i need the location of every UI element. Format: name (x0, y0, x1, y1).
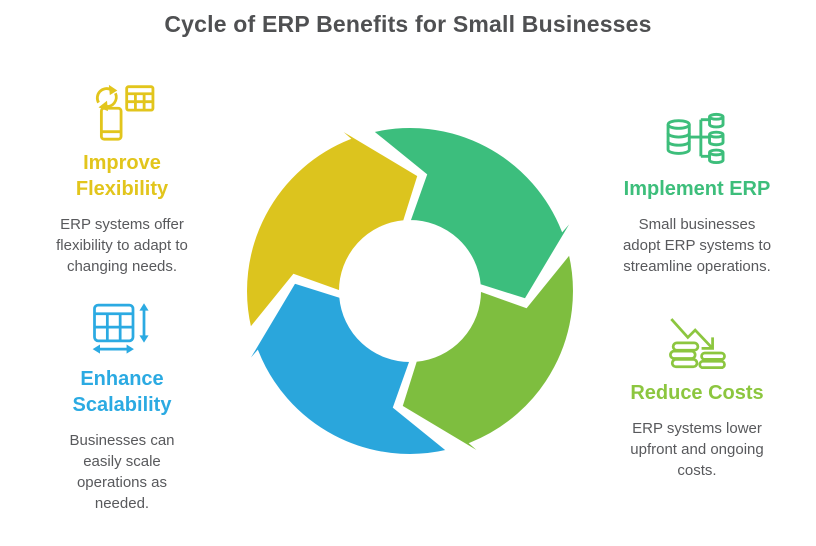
database-distribution-icon (605, 106, 789, 170)
section-implement-erp: Implement ERP Small businesses adopt ERP… (605, 106, 789, 277)
cycle-diagram (245, 126, 575, 456)
section-heading: Enhance Scalability (72, 368, 172, 416)
section-heading: Improve Flexibility (75, 152, 169, 200)
phone-spreadsheet-sync-icon (30, 80, 214, 144)
section-description: ERP systems lower upfront and ongoing co… (630, 420, 764, 479)
coins-decline-arrow-icon (605, 310, 789, 374)
section-improve-flexibility: Improve Flexibility ERP systems offer fl… (30, 80, 214, 277)
section-enhance-scalability: Enhance Scalability Businesses can easil… (30, 296, 214, 514)
section-description: Small businesses adopt ERP systems to st… (622, 216, 772, 275)
section-reduce-costs: Reduce Costs ERP systems lower upfront a… (605, 310, 789, 481)
section-heading: Implement ERP (623, 178, 771, 200)
section-heading: Reduce Costs (630, 382, 764, 404)
section-description: ERP systems offer flexibility to adapt t… (56, 216, 188, 275)
table-resize-arrows-icon (30, 296, 214, 360)
page-title: Cycle of ERP Benefits for Small Business… (164, 11, 652, 37)
section-description: Businesses can easily scale operations a… (69, 432, 175, 512)
